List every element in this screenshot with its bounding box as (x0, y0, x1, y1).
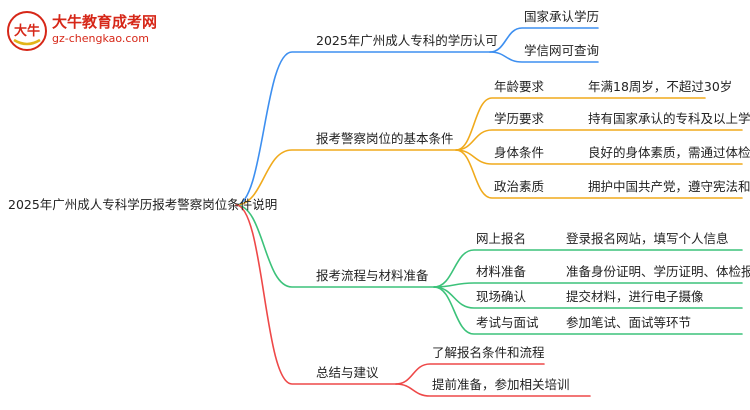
leaf-detail: 登录报名网站，填写个人信息 (566, 231, 729, 246)
branch-label: 报考流程与材料准备 (316, 268, 429, 283)
leaf-label: 年龄要求 (494, 79, 545, 94)
branch-label: 总结与建议 (316, 365, 379, 380)
leaf-connector (489, 51, 599, 63)
logo-site-url: gz-chengkao.com (52, 32, 149, 45)
leaf-connector (455, 97, 706, 151)
logo-badge-icon: 大牛 (7, 11, 47, 51)
leaf-detail: 持有国家承认的专科及以上学历 (588, 111, 750, 126)
logo-site-name: 大牛教育成考网 (52, 13, 158, 31)
leaf-connector (455, 149, 743, 165)
leaf-label: 政治素质 (494, 179, 545, 194)
leaf-connector (395, 383, 591, 397)
leaf-detail: 准备身份证明、学历证明、体检报告 (566, 264, 750, 279)
leaf-detail: 良好的身体素质，需通过体检 (588, 145, 750, 160)
leaf-label: 学历要求 (494, 111, 545, 126)
leaf-detail: 参加笔试、面试等环节 (566, 315, 692, 330)
leaf-detail: 拥护中国共产党，遵守宪法和法律 (588, 179, 750, 194)
branch-label: 2025年广州成人专科的学历认可 (316, 33, 498, 48)
branch-connector (235, 51, 491, 206)
site-logo: 大牛 大牛教育成考网 gz-chengkao.com (6, 8, 171, 56)
leaf-label: 国家承认学历 (524, 9, 600, 24)
leaf-connector (433, 286, 743, 335)
leaf-label: 网上报名 (476, 231, 527, 246)
mindmap-root: 2025年广州成人专科学历报考警察岗位条件说明 (8, 197, 278, 212)
leaf-label: 提前准备，参加相关培训 (432, 377, 570, 392)
leaf-connector (455, 149, 743, 199)
logo-badge-text: 大牛 (14, 23, 40, 39)
branch-connector (235, 204, 397, 385)
branch-label: 报考警察岗位的基本条件 (316, 131, 454, 146)
leaf-label: 身体条件 (494, 145, 545, 160)
leaf-connector (455, 129, 743, 151)
leaf-connector (433, 282, 743, 288)
leaf-connector (395, 363, 545, 385)
leaf-detail: 提交材料，进行电子摄像 (566, 289, 704, 304)
leaf-connector (489, 27, 599, 53)
leaf-label: 现场确认 (476, 289, 527, 304)
leaf-label: 了解报名条件和流程 (432, 345, 545, 360)
leaf-label: 考试与面试 (476, 315, 539, 330)
branch-connector (235, 149, 457, 206)
leaf-detail: 年满18周岁，不超过30岁 (588, 79, 733, 94)
branch-connector (235, 204, 435, 288)
leaf-label: 学信网可查询 (524, 43, 600, 58)
leaf-connector (433, 249, 743, 288)
leaf-label: 材料准备 (476, 264, 527, 279)
